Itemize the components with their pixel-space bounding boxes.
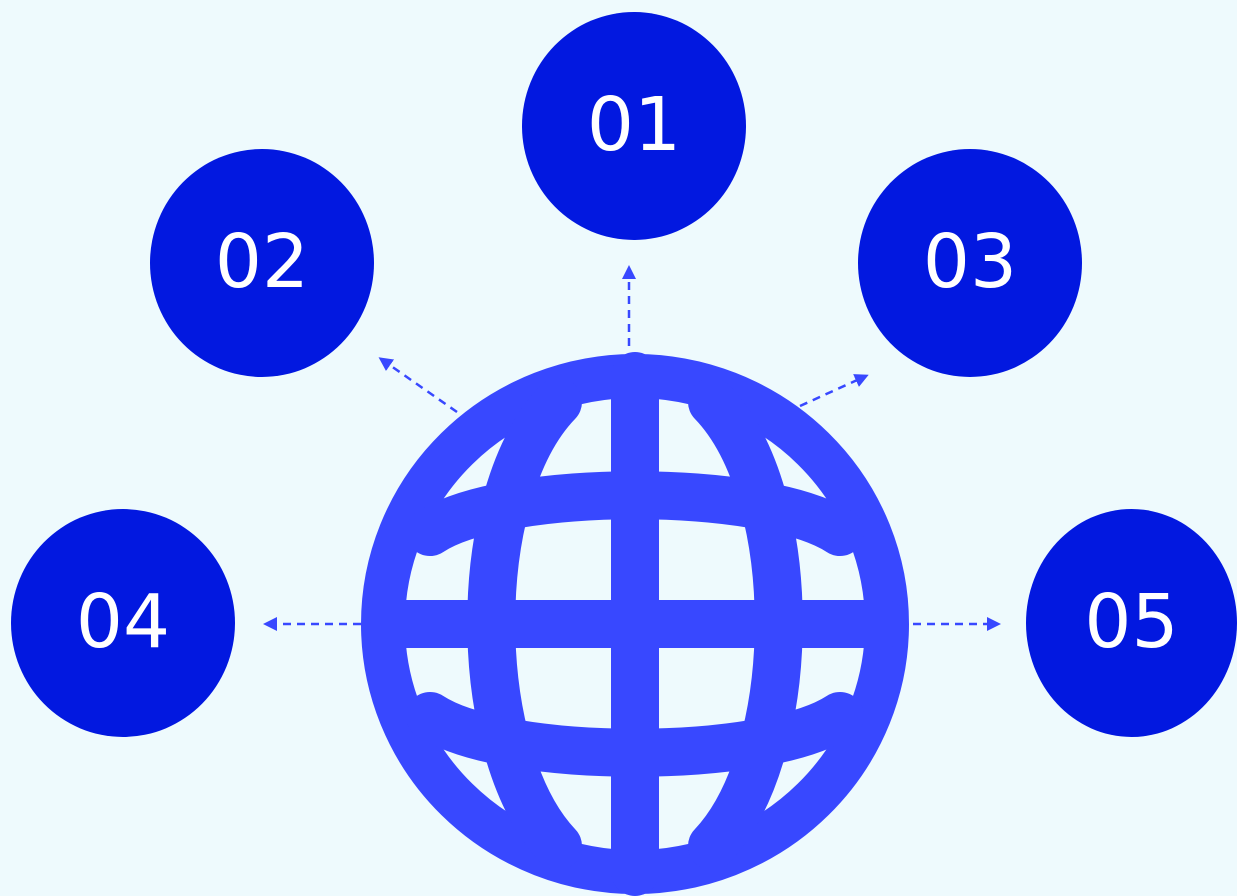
node-03[interactable]: 03 <box>858 149 1082 377</box>
node-04[interactable]: 04 <box>11 509 235 737</box>
node-05[interactable]: 05 <box>1026 509 1237 737</box>
node-03-label: 03 <box>922 219 1018 305</box>
node-01[interactable]: 01 <box>522 12 746 240</box>
connector-02 <box>378 357 458 414</box>
node-02[interactable]: 02 <box>150 149 374 377</box>
node-05-label: 05 <box>1084 579 1179 665</box>
node-04-label: 04 <box>75 579 171 665</box>
globe-icon <box>361 352 909 896</box>
connector-03 <box>799 374 869 408</box>
node-01-label: 01 <box>586 82 682 168</box>
node-02-label: 02 <box>214 219 310 305</box>
connectors <box>263 265 1001 631</box>
